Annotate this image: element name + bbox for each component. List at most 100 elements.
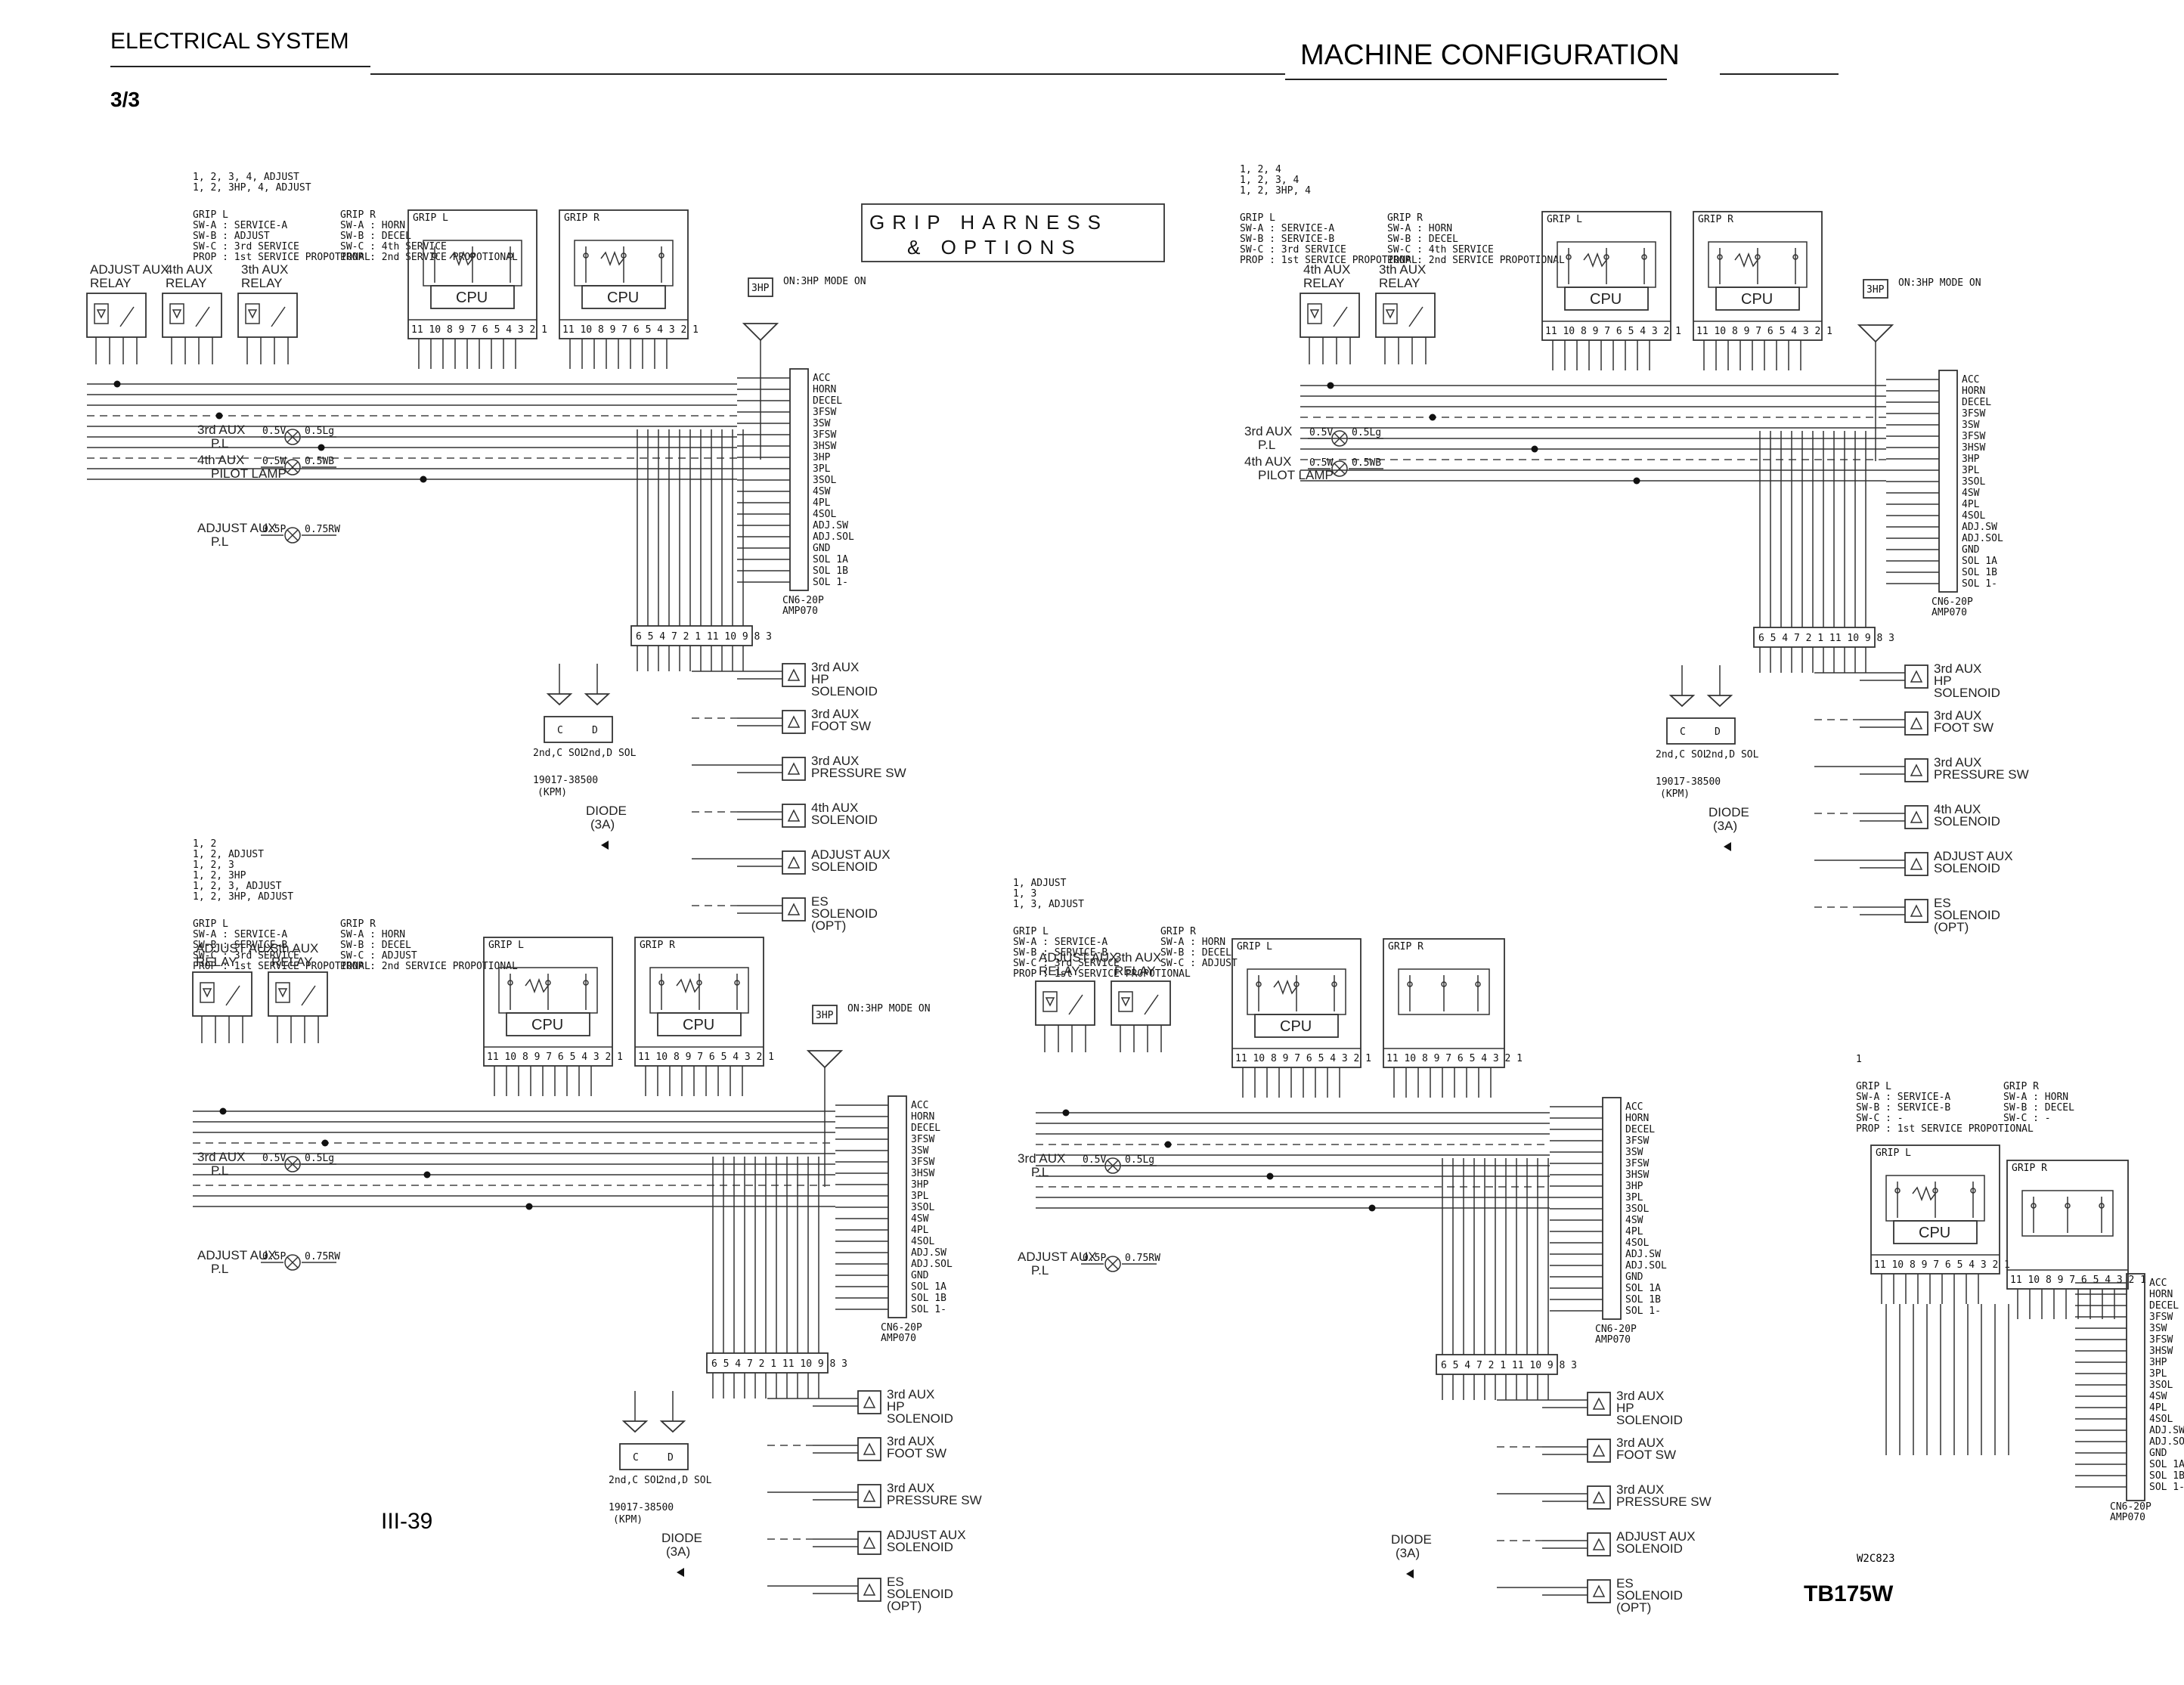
signal-label: 4SOL bbox=[1962, 510, 1985, 522]
switch-contact bbox=[469, 252, 476, 259]
grip-r-legend-line: SW-C : 4th SERVICE bbox=[1387, 244, 1494, 256]
wire-color: 0.5W bbox=[262, 456, 286, 467]
3hp-switch bbox=[748, 277, 773, 297]
grip-r-box bbox=[1693, 211, 1823, 341]
switch-contact bbox=[583, 252, 589, 259]
output-label: ES bbox=[1934, 896, 1951, 910]
output-label: ADJUST AUX bbox=[1616, 1529, 1696, 1544]
option-code: 1, 2, 3, ADJUST bbox=[193, 881, 282, 892]
valve-c-connector bbox=[546, 693, 573, 706]
grip-r-label: GRIP R bbox=[2012, 1163, 2047, 1174]
switch-contact bbox=[1970, 1188, 1976, 1194]
switch-contact bbox=[1792, 254, 1798, 260]
output-device bbox=[857, 1578, 881, 1602]
signal-label: GND bbox=[2149, 1448, 2167, 1459]
pilot-lamp-icon bbox=[284, 1156, 301, 1172]
pin-numbers: 11 10 8 9 7 6 5 4 3 2 1 bbox=[1235, 1053, 1371, 1064]
output-label: ADJUST AUX bbox=[887, 1528, 966, 1542]
signal-connector bbox=[2126, 1273, 2145, 1501]
grip-r-legend-line: PROP : 2nd SERVICE PROPOTIONAL bbox=[1387, 255, 1565, 266]
grip-r-legend-line: PROP : 2nd SERVICE PROPOTIONAL bbox=[340, 252, 518, 263]
connector-maker: AMP070 bbox=[782, 606, 818, 617]
wire-color: 0.5W bbox=[1309, 457, 1333, 469]
relay-label: RELAY bbox=[241, 276, 283, 290]
signal-label: ACC bbox=[1625, 1101, 1643, 1113]
signal-label: 3FSW bbox=[911, 1157, 934, 1168]
diode-label: DIODE bbox=[661, 1531, 702, 1545]
signal-label: SOL 1B bbox=[1625, 1294, 1661, 1306]
header-rules bbox=[110, 66, 1839, 80]
signal-label: DECEL bbox=[2149, 1300, 2179, 1312]
grip-l-label: GRIP L bbox=[1547, 214, 1582, 225]
relay-label: 3th AUX bbox=[1114, 950, 1161, 965]
diode-symbol bbox=[96, 309, 107, 319]
option-code: 1, 3 bbox=[1013, 888, 1036, 900]
pin-numbers: 11 10 8 9 7 6 5 4 3 2 1 bbox=[638, 1052, 774, 1063]
junction-dot bbox=[1266, 1172, 1274, 1180]
solenoid-symbol bbox=[1910, 764, 1923, 776]
lower-connector-pins: 6 5 4 7 2 1 11 10 9 8 3 bbox=[636, 631, 772, 643]
sol-d-label: 2nd,D SOL bbox=[658, 1475, 712, 1486]
section-title: ELECTRICAL SYSTEM bbox=[110, 29, 349, 54]
potentiometer-symbol bbox=[525, 977, 549, 994]
signal-label: ADJ.SW bbox=[1625, 1249, 1661, 1260]
solenoid-symbol bbox=[787, 715, 801, 728]
signal-label: 4SOL bbox=[1625, 1237, 1649, 1249]
signal-label: 3FSW bbox=[2149, 1312, 2173, 1323]
signal-label: SOL 1A bbox=[911, 1281, 946, 1293]
signal-label: GND bbox=[911, 1270, 929, 1281]
option-code: 1, 2, 3 bbox=[193, 860, 234, 871]
3hp-label: 3HP bbox=[1866, 284, 1885, 296]
solenoid-symbol bbox=[863, 1489, 876, 1502]
junction-dot bbox=[1062, 1109, 1070, 1117]
lower-connector bbox=[706, 1352, 829, 1374]
output-label: ES bbox=[811, 894, 829, 909]
lamp-label: P.L bbox=[211, 436, 228, 451]
output-device bbox=[857, 1437, 881, 1461]
grip-l-legend-line: SW-A : SERVICE-A bbox=[193, 220, 287, 231]
potentiometer-symbol bbox=[1912, 1185, 1936, 1202]
junction-dot bbox=[1633, 477, 1640, 485]
cpu-label: CPU bbox=[607, 290, 639, 306]
output-label: PRESSURE SW bbox=[887, 1493, 982, 1507]
solenoid-symbol bbox=[1910, 670, 1923, 683]
lamp-label: P.L bbox=[211, 1262, 228, 1276]
potentiometer-symbol bbox=[676, 977, 700, 994]
solenoid-symbol bbox=[1592, 1397, 1606, 1410]
signal-label: ACC bbox=[813, 373, 830, 384]
3hp-note: ON:3HP MODE ON bbox=[847, 1003, 931, 1014]
output-label: 3rd AUX bbox=[811, 754, 859, 768]
valve-part-number: 19017-38500 bbox=[533, 775, 598, 786]
relay-box bbox=[237, 293, 298, 338]
lamp-label: 3rd AUX bbox=[1018, 1151, 1065, 1166]
signal-label: 3SW bbox=[2149, 1323, 2167, 1334]
output-device bbox=[782, 850, 806, 875]
signal-connector bbox=[888, 1095, 907, 1318]
3hp-connector bbox=[742, 323, 779, 342]
grip-r-label: GRIP R bbox=[1388, 941, 1423, 952]
grip-l-legend-line: GRIP L bbox=[1240, 212, 1275, 224]
junction-dot bbox=[525, 1203, 533, 1210]
option-code: 1, 2, 3HP, 4, ADJUST bbox=[193, 182, 311, 194]
signal-label: SOL 1- bbox=[911, 1304, 946, 1315]
switch-contact bbox=[658, 252, 664, 259]
signal-label: SOL 1B bbox=[2149, 1470, 2184, 1482]
wire-color: 0.5Lg bbox=[305, 1153, 334, 1164]
3hp-connector bbox=[1857, 324, 1894, 343]
relay-label: RELAY bbox=[1379, 276, 1420, 290]
diode-icon bbox=[601, 841, 609, 850]
connector-name: CN6-20P bbox=[1932, 596, 1973, 608]
signal-label: SOL 1A bbox=[1625, 1283, 1661, 1294]
valve-d-connector bbox=[1706, 695, 1733, 708]
cpu-box bbox=[581, 285, 666, 309]
grip-l-legend-line: PROP : 1st SERVICE PROPOTIONAL bbox=[1856, 1123, 2034, 1135]
signal-label: 4PL bbox=[1962, 499, 1980, 510]
3hp-note: ON:3HP MODE ON bbox=[783, 276, 866, 287]
signal-label: 4PL bbox=[2149, 1402, 2167, 1414]
output-device bbox=[782, 757, 806, 781]
solenoid-symbol bbox=[1592, 1444, 1606, 1457]
relay-coil bbox=[1307, 303, 1322, 324]
signal-label: 3SW bbox=[1962, 420, 1980, 431]
banner-line-1: GRIP HARNESS bbox=[869, 211, 1108, 234]
